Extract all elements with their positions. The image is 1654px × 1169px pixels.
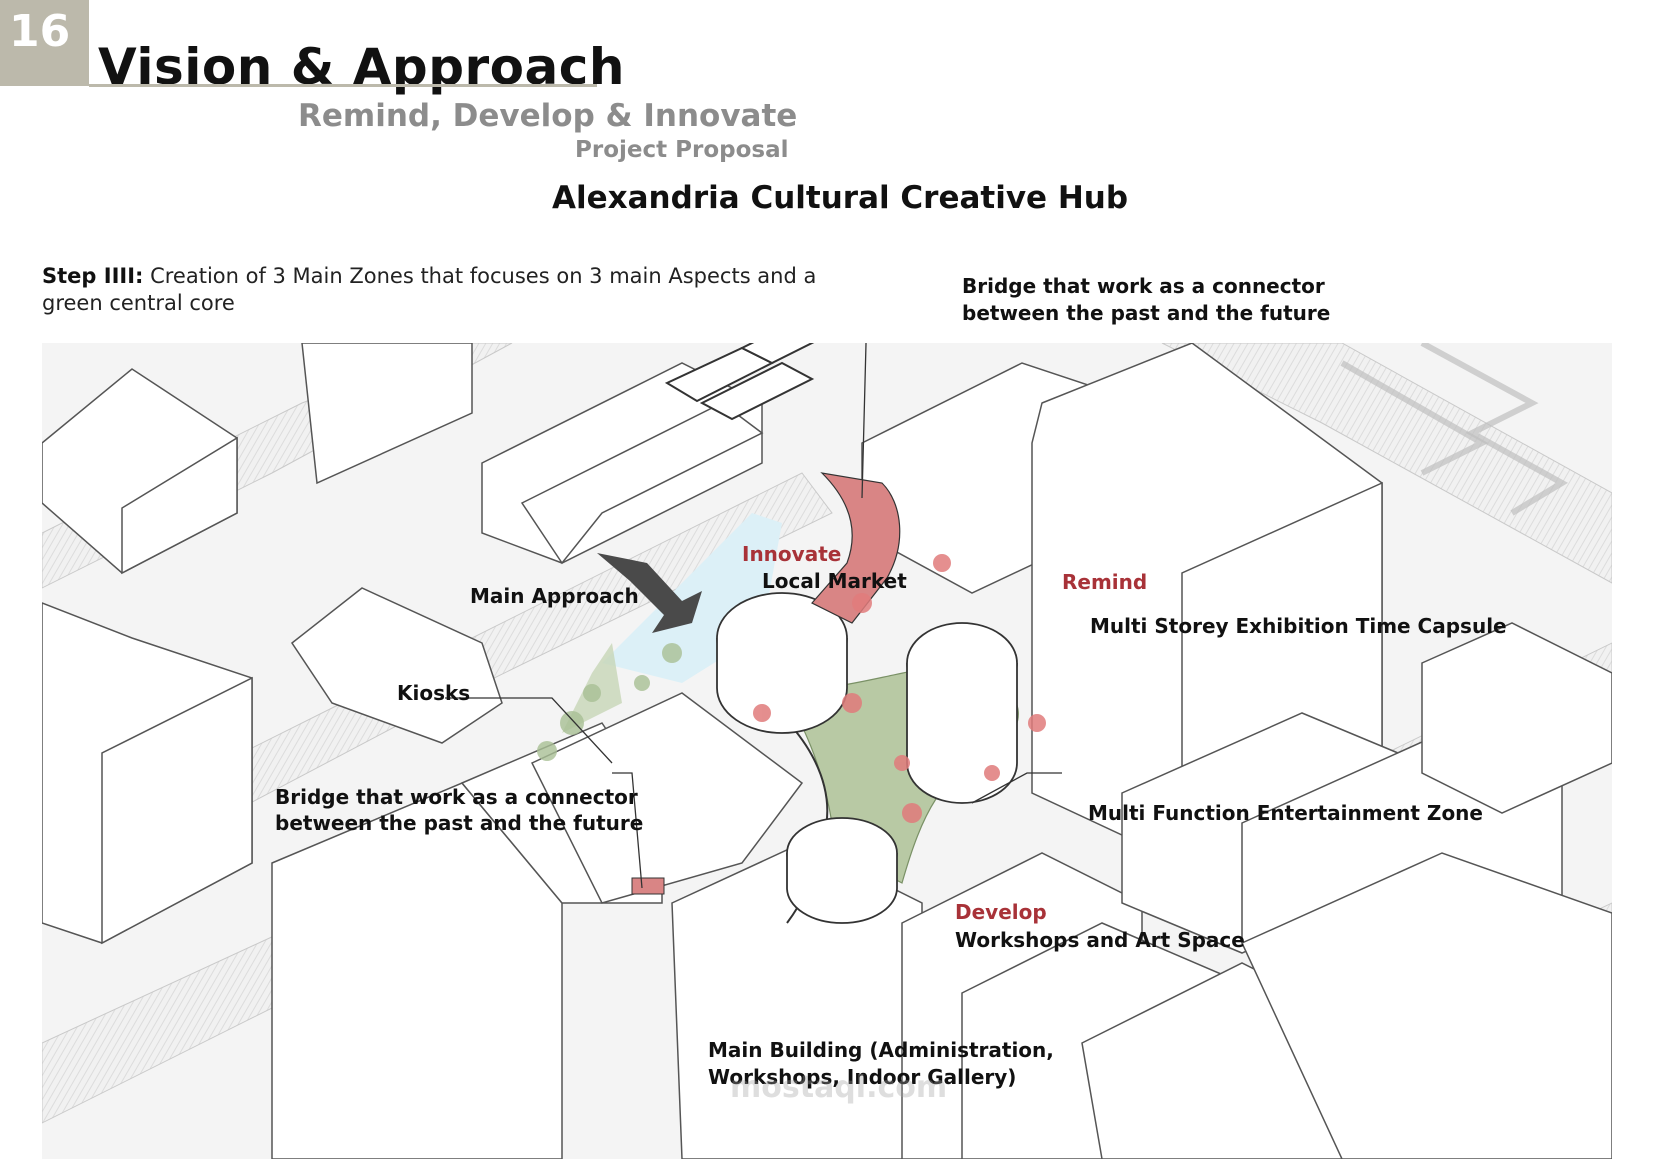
label-bridge-top-line2: between the past and the future — [962, 301, 1331, 325]
label-local-market: Local Market — [762, 569, 907, 593]
watermark: mostaql.com — [730, 1070, 948, 1105]
label-kiosks: Kiosks — [397, 681, 471, 705]
zone-remind: Remind — [1062, 570, 1148, 594]
trains — [664, 343, 815, 421]
zone-innovate: Innovate — [742, 542, 842, 566]
project-name: Alexandria Cultural Creative Hub — [552, 180, 1129, 216]
step-description: Step IIII: Creation of 3 Main Zones that… — [42, 263, 842, 317]
trees-red — [753, 554, 1046, 823]
page-number: 16 — [0, 0, 89, 86]
approach-arrow — [597, 553, 702, 633]
leader-lines — [445, 343, 1062, 889]
label-bridge-left-line1: Bridge that work as a connector — [275, 785, 638, 809]
site-axonometric-diagram — [42, 343, 1612, 1159]
road-markings — [1340, 343, 1568, 516]
trees-green — [537, 643, 682, 761]
step-text: Creation of 3 Main Zones that focuses on… — [42, 264, 817, 315]
label-main-approach: Main Approach — [470, 584, 639, 608]
label-main-building-line1: Main Building (Administration, — [708, 1038, 1054, 1062]
label-workshops: Workshops and Art Space — [955, 928, 1245, 952]
page-tagline: Project Proposal — [575, 137, 789, 163]
title-underline — [89, 84, 597, 87]
bridge-lower — [631, 877, 665, 895]
label-exhibition: Multi Storey Exhibition Time Capsule — [1090, 614, 1507, 638]
page-title: Vision & Approach — [98, 38, 625, 96]
label-entertainment: Multi Function Entertainment Zone — [1088, 801, 1483, 825]
page-subtitle: Remind, Develop & Innovate — [298, 98, 798, 134]
context-buildings — [42, 343, 1612, 1159]
bridge-upper — [811, 472, 901, 624]
step-label: Step IIII: — [42, 264, 144, 288]
label-bridge-top-line1: Bridge that work as a connector — [962, 274, 1325, 298]
label-bridge-left-line2: between the past and the future — [275, 811, 644, 835]
label-main-building-line2: Workshops, Indoor Gallery) — [708, 1065, 1017, 1089]
zone-develop: Develop — [955, 900, 1047, 924]
